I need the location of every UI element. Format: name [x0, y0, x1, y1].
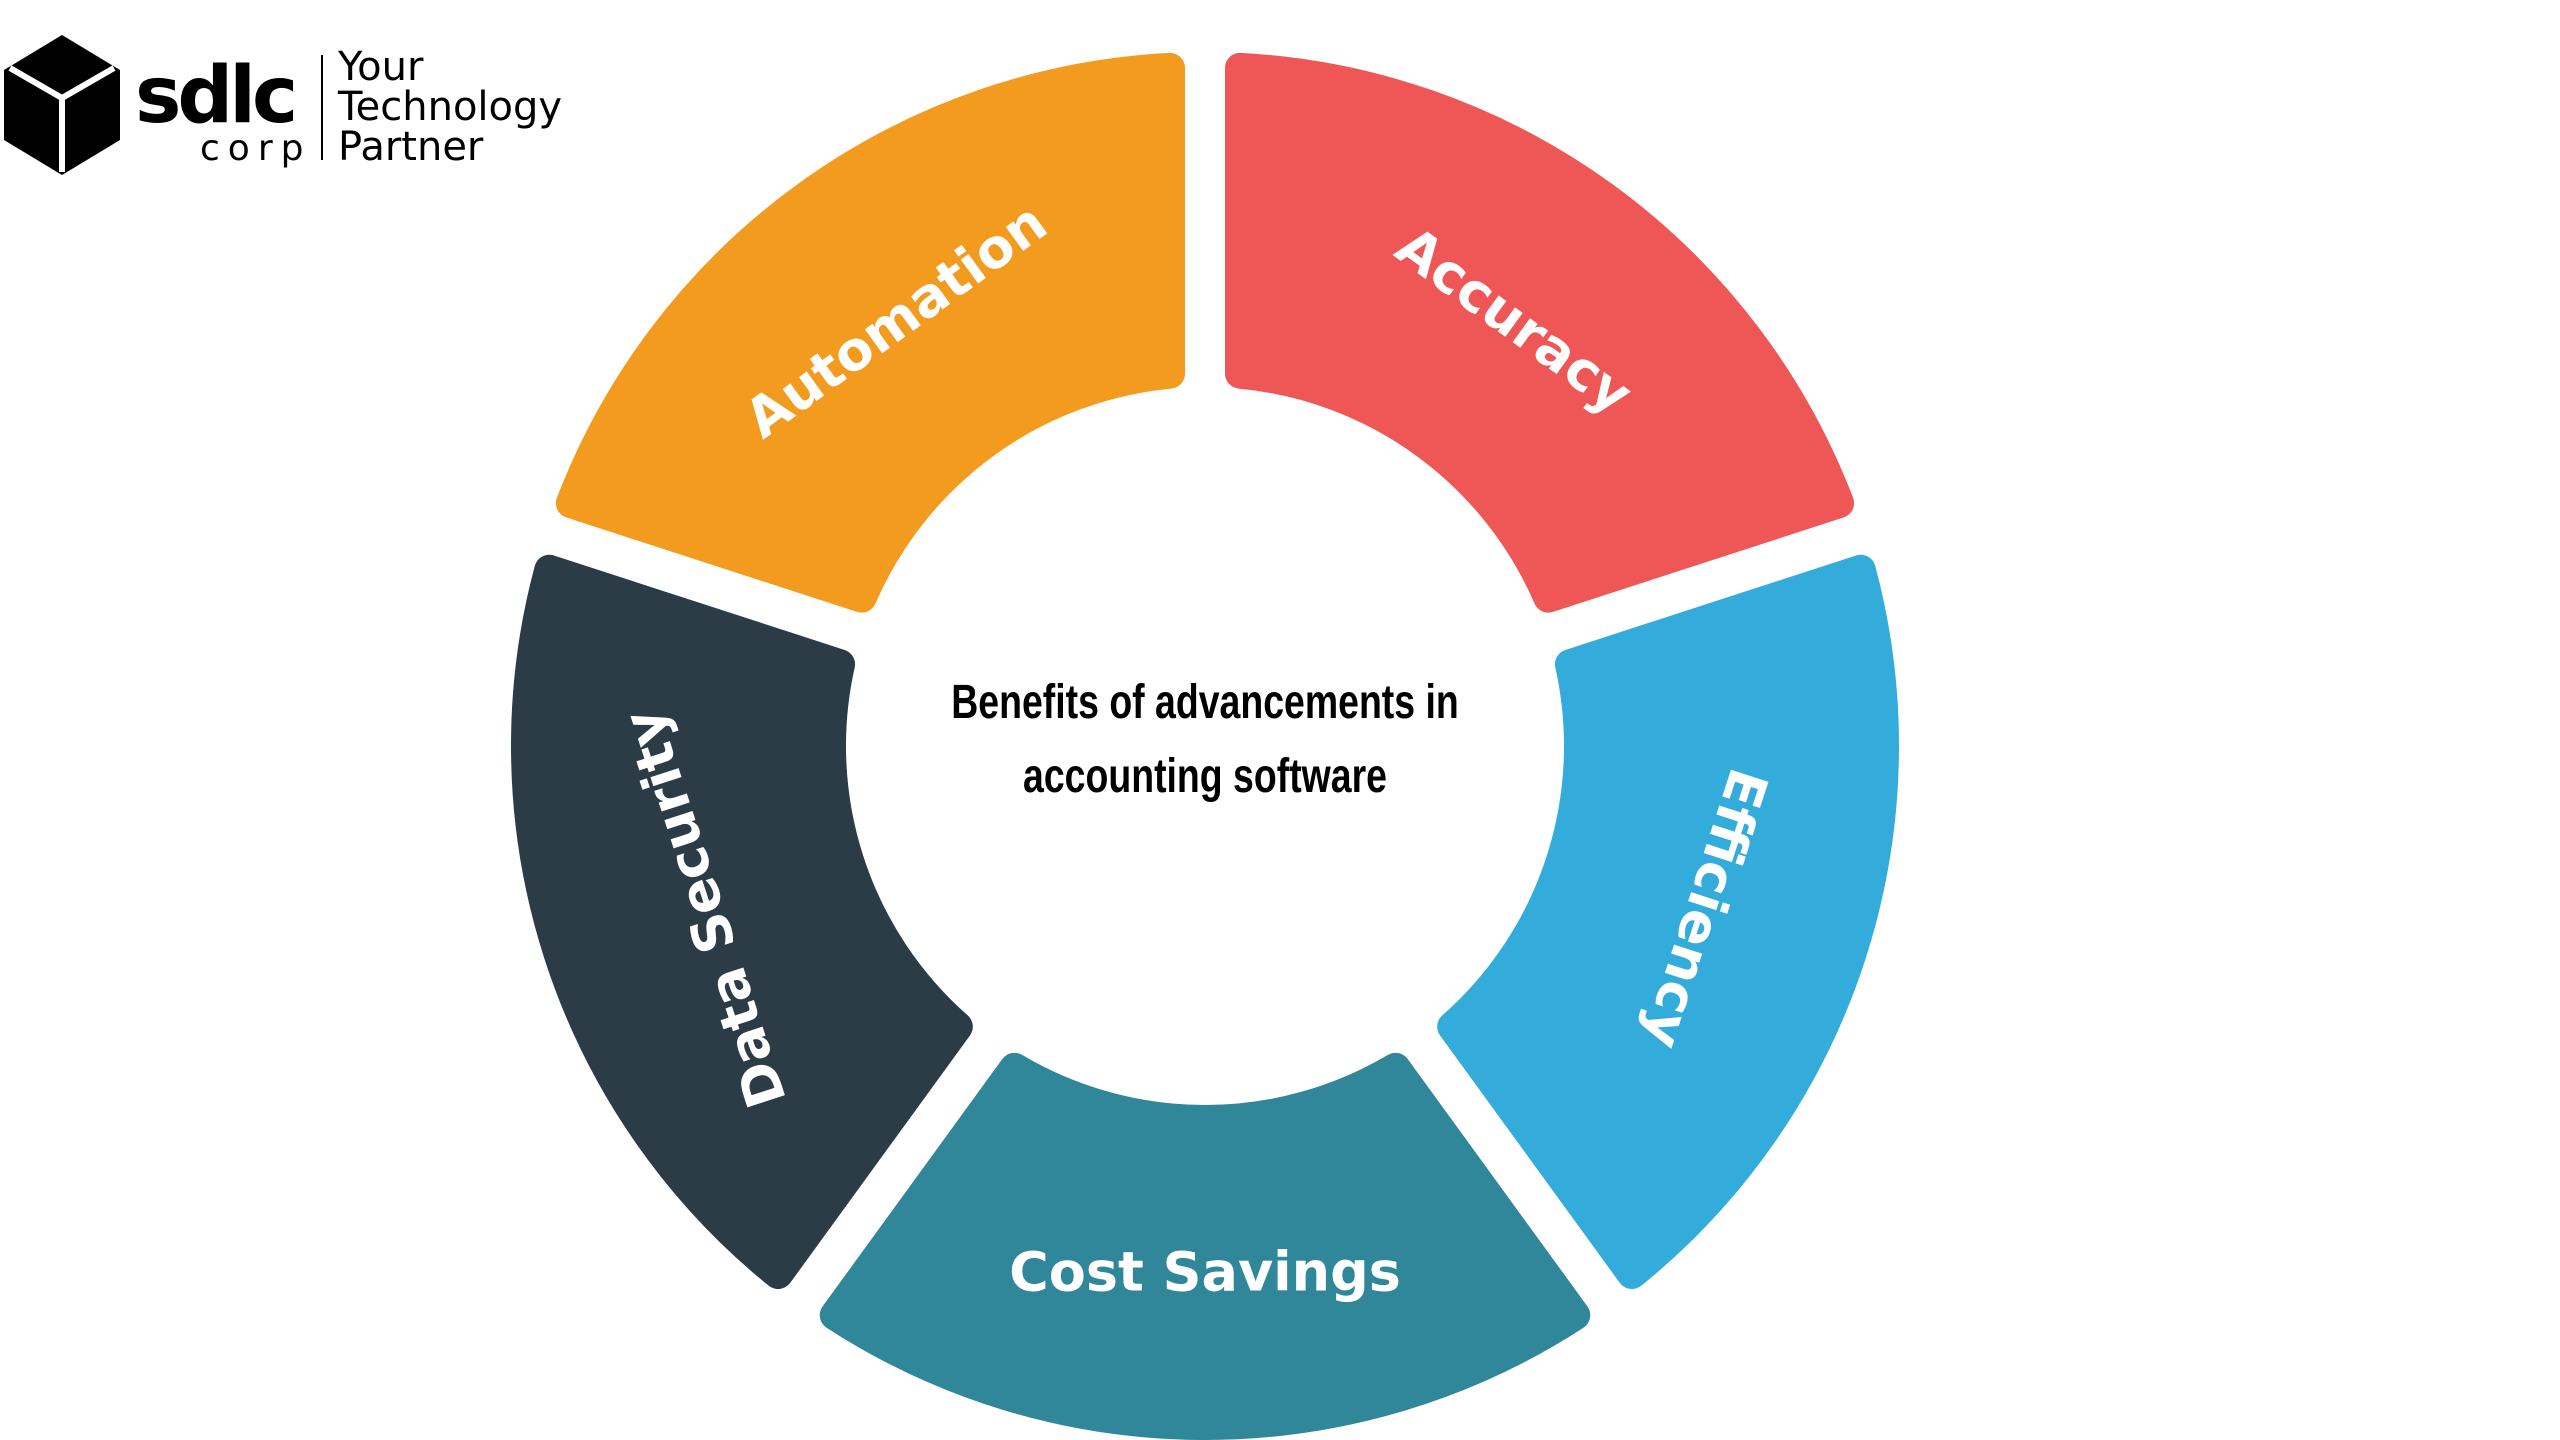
segment-label-cost-savings: Cost Savings: [1009, 1241, 1401, 1304]
segment-cost-savings: [819, 1052, 1591, 1440]
logo: sdlc corp Your Technology Partner: [4, 35, 562, 175]
center-title-line-2: accounting software: [1023, 750, 1387, 804]
center-title-line-1: Benefits of advancements in: [951, 676, 1458, 730]
segment-automation: [555, 52, 1185, 613]
logo-tagline-1: Your: [337, 44, 424, 90]
segment-efficiency: [1437, 554, 1899, 1290]
logo-corp: corp: [200, 128, 311, 169]
logo-tagline-3: Partner: [338, 124, 484, 170]
logo-tagline-2: Technology: [337, 84, 562, 130]
center-title: Benefits of advancements in accounting s…: [951, 676, 1458, 804]
segment-data-security: [511, 554, 973, 1290]
segment-accuracy: [1225, 52, 1855, 613]
logo-brand: sdlc: [135, 51, 294, 141]
cube-icon: [4, 35, 120, 175]
